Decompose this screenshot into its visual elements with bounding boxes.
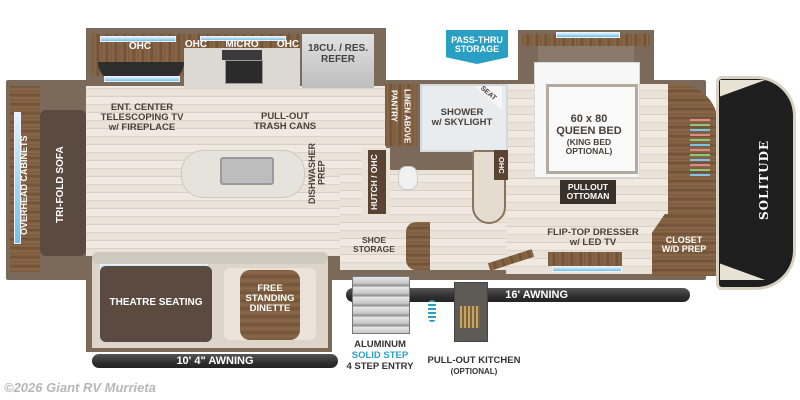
- pullout-kitchen-optional: (OPTIONAL): [450, 367, 498, 376]
- hutch-label: HUTCH / OHC: [369, 154, 379, 210]
- entry-door: [406, 222, 430, 270]
- pullout-ottoman: [560, 180, 616, 204]
- pullout-ottoman-label: PULLOUT OTTOMAN: [566, 182, 610, 201]
- ohc-left-light: [100, 36, 176, 42]
- bed-light: [556, 32, 620, 38]
- pullout-grill: [460, 306, 480, 328]
- dinette-table: [240, 270, 300, 340]
- entry-steps: [352, 276, 410, 334]
- pass-thru-storage-badge: [446, 30, 508, 64]
- front-cap-stripe-bottom: [720, 250, 786, 280]
- ent-center-label: ENT. CENTER TELESCOPING TV w/ FIREPLACE: [100, 102, 184, 133]
- tri-fold-sofa-label: TRI-FOLD SOFA: [55, 146, 66, 224]
- rear-awning: 10' 4" AWNING: [92, 354, 338, 368]
- toilet: [398, 166, 418, 190]
- hutch-face: [368, 150, 386, 214]
- dishwasher-label: DISHWASHER PREP: [307, 142, 327, 204]
- queen-bed-label: 60 x 80 QUEEN BED: [556, 113, 622, 137]
- micro-label: MICRO: [225, 39, 259, 50]
- solitude-logo: SOLITUDE: [757, 139, 771, 221]
- flip-top-dresser-label: FLIP-TOP DRESSER w/ LED TV: [547, 227, 639, 248]
- front-awning: 16' AWNING: [346, 288, 690, 302]
- step-label-line2: SOLID STEP: [351, 350, 409, 361]
- refrigerator: [302, 34, 374, 88]
- step-label-line1: ALUMINUM: [354, 339, 406, 350]
- theatre-seating-label: THEATRE SEATING: [109, 297, 203, 308]
- pantry-label: PANTRY: [389, 90, 399, 122]
- ohc-mid-right-label: OHC: [276, 39, 300, 50]
- bath-ohc-label: OHC: [496, 156, 506, 174]
- linen-label: LINEN ABOVE: [402, 88, 412, 144]
- water-hose-icon: [428, 300, 436, 322]
- overhead-cabinets-label: OVERHEAD CABINETS: [19, 135, 29, 235]
- pass-thru-label: PASS-THRU STORAGE: [451, 35, 503, 55]
- pullout-kitchen-label: PULL-OUT KITCHEN: [427, 355, 521, 366]
- hanging-rack: [690, 116, 710, 176]
- closet: [652, 214, 716, 276]
- overhead-cabinet-light: [14, 112, 21, 244]
- tv-light: [104, 76, 180, 82]
- dinette-label: FREE STANDING DINETTE: [245, 283, 295, 314]
- theatre-seating: [100, 266, 212, 342]
- closet-label: CLOSET W/D PREP: [661, 235, 707, 255]
- bottom-slide-counter: [92, 252, 328, 264]
- tri-fold-sofa: [40, 110, 86, 256]
- headboard: [538, 46, 634, 62]
- shower-label: SHOWER w/ SKYLIGHT: [431, 107, 493, 128]
- cooktop: [225, 60, 263, 84]
- front-awning-label: 16' AWNING: [505, 289, 568, 301]
- flip-top-dresser: [548, 252, 622, 266]
- pullout-trash-label: PULL-OUT TRASH CANS: [253, 111, 317, 132]
- king-optional-label: (KING BED OPTIONAL): [565, 137, 613, 156]
- bed-mattress-outline: [546, 84, 638, 174]
- step-label-line3: 4 STEP ENTRY: [346, 361, 414, 372]
- ohc-mid-left-label: OHC: [184, 39, 208, 50]
- led-tv-light: [552, 266, 622, 272]
- ohc-left-label: OHC: [128, 41, 152, 52]
- double-sink: [220, 157, 274, 185]
- linen-pantry-cabinet: [385, 84, 417, 146]
- bath-ohc-box: [494, 150, 508, 180]
- microwave: [222, 50, 262, 60]
- front-cap-stripe-top: [720, 80, 786, 110]
- shoe-storage-label: SHOE STORAGE: [353, 235, 395, 254]
- refer-label: 18CU. / RES. REFER: [307, 43, 369, 65]
- micro-light: [200, 36, 286, 41]
- copyright-watermark: ©2026 Giant RV Murrieta: [4, 380, 156, 395]
- rear-awning-label: 10' 4" AWNING: [176, 355, 254, 367]
